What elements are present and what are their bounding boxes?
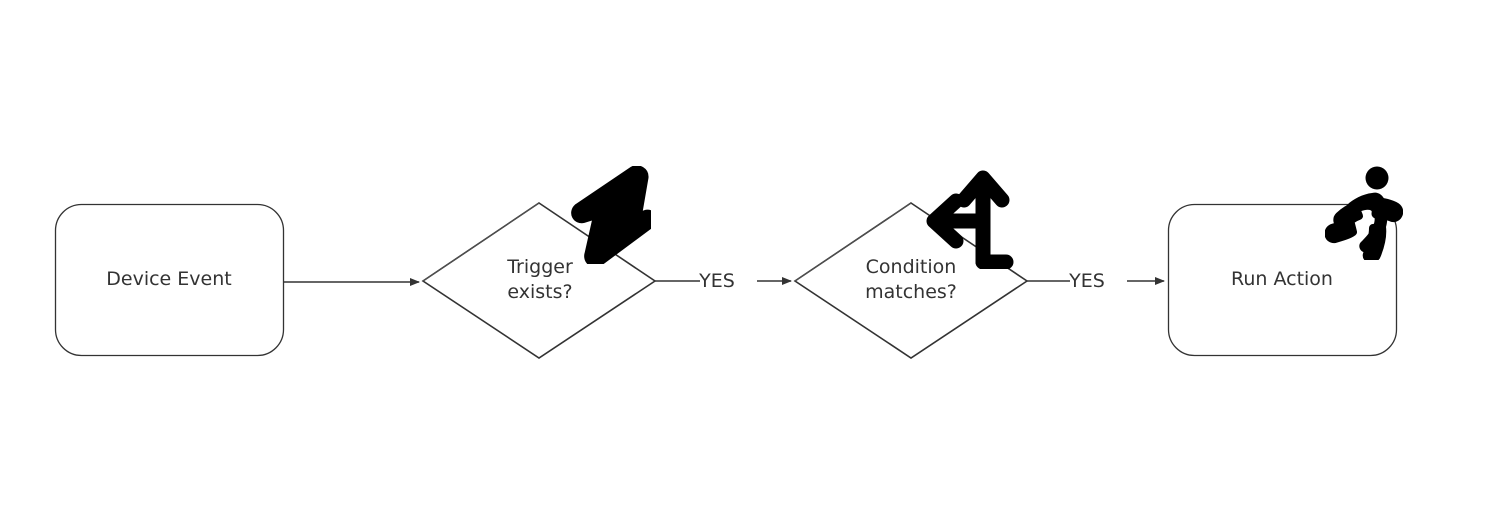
lightning-bolt-icon xyxy=(571,165,657,268)
branch-arrow-icon xyxy=(920,166,1016,270)
running-person-icon xyxy=(1324,166,1404,263)
node-device-event[interactable] xyxy=(54,203,285,357)
edge-label-yes-condition: YES xyxy=(1069,270,1105,292)
diamond-condition-highlight-edge xyxy=(794,202,912,282)
diamond-trigger-highlight-edge xyxy=(422,202,540,282)
node-run-action[interactable] xyxy=(1167,203,1398,357)
edge-label-yes-trigger: YES xyxy=(699,270,735,292)
